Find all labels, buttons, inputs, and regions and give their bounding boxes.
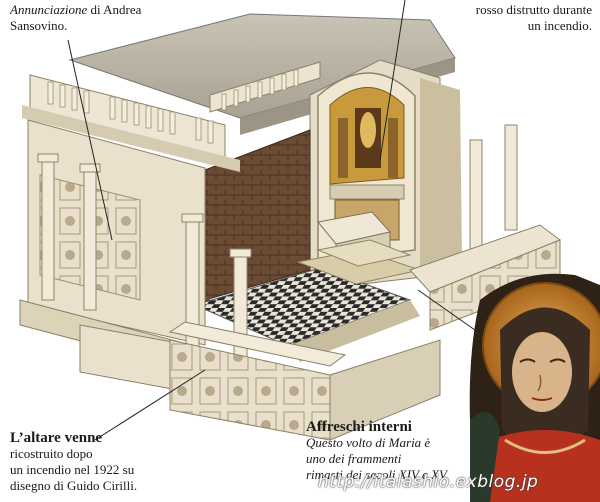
caption-affreschi-line: uno dei frammenti bbox=[306, 451, 402, 466]
caption-annunciazione-rest: di Andrea bbox=[87, 2, 142, 17]
checkered-floor bbox=[193, 267, 420, 362]
right-side-wall bbox=[409, 224, 562, 331]
caption-annunciazione-italic: Annunciazione bbox=[10, 2, 88, 17]
caption-altare: L’altare venne ricostruito dopo un incen… bbox=[10, 430, 180, 494]
caption-altare-line: un incendio nel 1922 su bbox=[10, 462, 135, 477]
altar-apse bbox=[317, 72, 416, 263]
caption-rosso-line2: un incendio. bbox=[527, 18, 592, 33]
left-marble-facade bbox=[19, 74, 240, 376]
rear-balustrade bbox=[209, 61, 321, 113]
caption-rosso-line1: rosso distrutto durante bbox=[475, 2, 592, 17]
caption-affreschi: Affreschi interni Questo volto di Maria … bbox=[306, 419, 476, 483]
caption-annunciazione: Annunciazione di Andrea Sansovino. bbox=[10, 2, 170, 34]
watermark-url: http://italashio.exblog.jp bbox=[318, 472, 539, 492]
caption-affreschi-line: Questo volto di Maria è bbox=[306, 435, 431, 450]
caption-altare-line: ricostruito dopo bbox=[10, 446, 93, 461]
columns bbox=[37, 124, 518, 376]
caption-annunciazione-line2: Sansovino. bbox=[10, 18, 68, 33]
altar-steps bbox=[296, 239, 422, 285]
caption-rosso: rosso distrutto durante un incendio. bbox=[430, 2, 592, 34]
caption-affreschi-title: Affreschi interni bbox=[306, 419, 412, 435]
caption-affreschi-line: rimasti dei secoli XIV e XV. bbox=[306, 467, 449, 482]
madonna-fresco-fragment bbox=[469, 273, 600, 502]
caption-altare-line: disegno di Guido Cirilli. bbox=[10, 478, 138, 493]
front-low-wall bbox=[79, 321, 441, 441]
caption-altare-title: L’altare venne bbox=[10, 430, 103, 446]
